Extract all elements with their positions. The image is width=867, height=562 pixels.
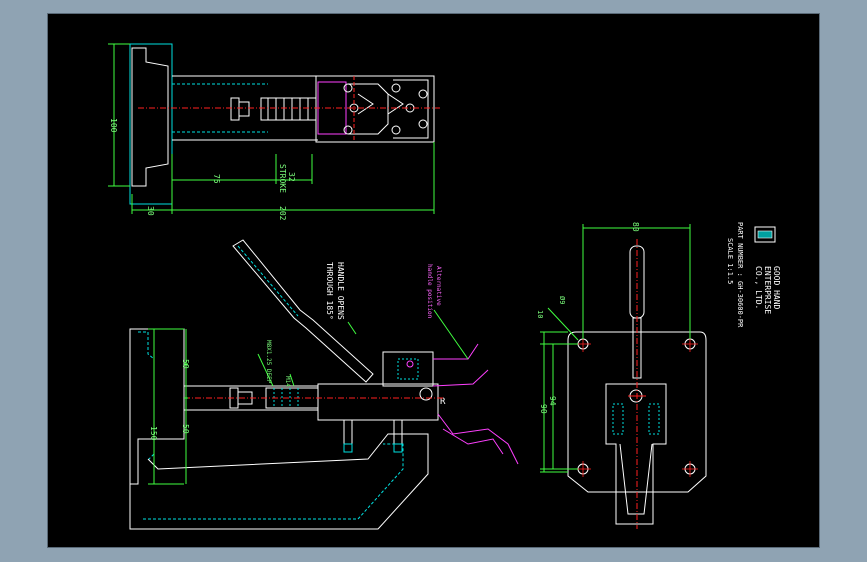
note-handle-opens-2: THROUGH 185° (325, 262, 334, 320)
dim-side-m: M14 (284, 376, 291, 387)
scale-label: SCALE 1:1.5 (726, 238, 734, 284)
side-view: R 150 50 50 M14 M8X1.25 DEEP HANDLE OPEN… (129, 239, 519, 530)
company-name-1: GOOD HAND (772, 266, 781, 310)
dim-top-202: 202 (278, 206, 287, 221)
note-handle-opens-1: HANDLE OPENS (336, 262, 345, 320)
top-view: 100 75 STROKE 32 30 202 (108, 43, 440, 221)
part-number: PART NUMBER : GH-30600-PR (736, 222, 744, 328)
dim-top-75: 75 (212, 174, 221, 184)
dim-side-50b: 50 (181, 424, 190, 434)
note-alt-1: Alternative (435, 266, 442, 306)
dim-side-150: 150 (149, 426, 158, 441)
title-block: GOOD HAND ENTERPRISE CO., LTD. PART NUMB… (726, 222, 781, 328)
dim-top-stroke: STROKE (278, 164, 287, 193)
company-name-3: CO., LTD. (754, 266, 763, 309)
dim-front-94: 94 (548, 396, 557, 406)
cad-drawing: 100 75 STROKE 32 30 202 (108, 43, 781, 530)
dim-side-50a: 50 (181, 359, 190, 369)
dim-top-30: 30 (146, 206, 155, 216)
note-alt-2: handle position (426, 264, 433, 319)
drawing-viewport[interactable]: 100 75 STROKE 32 30 202 (47, 13, 820, 548)
front-view: 80 Ø9 10 94 90 (536, 222, 707, 529)
dim-front-90: 90 (539, 404, 548, 414)
dim-front-dia: Ø9 (558, 296, 566, 304)
side-r-label: R (440, 397, 446, 407)
company-logo (754, 226, 776, 243)
dim-front-10: 10 (536, 310, 544, 318)
dim-front-80: 80 (631, 222, 640, 232)
company-name-2: ENTERPRISE (763, 266, 772, 314)
dim-top-height: 100 (109, 118, 118, 133)
note-thread: M8X1.25 DEEP (265, 340, 272, 384)
dim-top-32: 32 (287, 172, 296, 182)
